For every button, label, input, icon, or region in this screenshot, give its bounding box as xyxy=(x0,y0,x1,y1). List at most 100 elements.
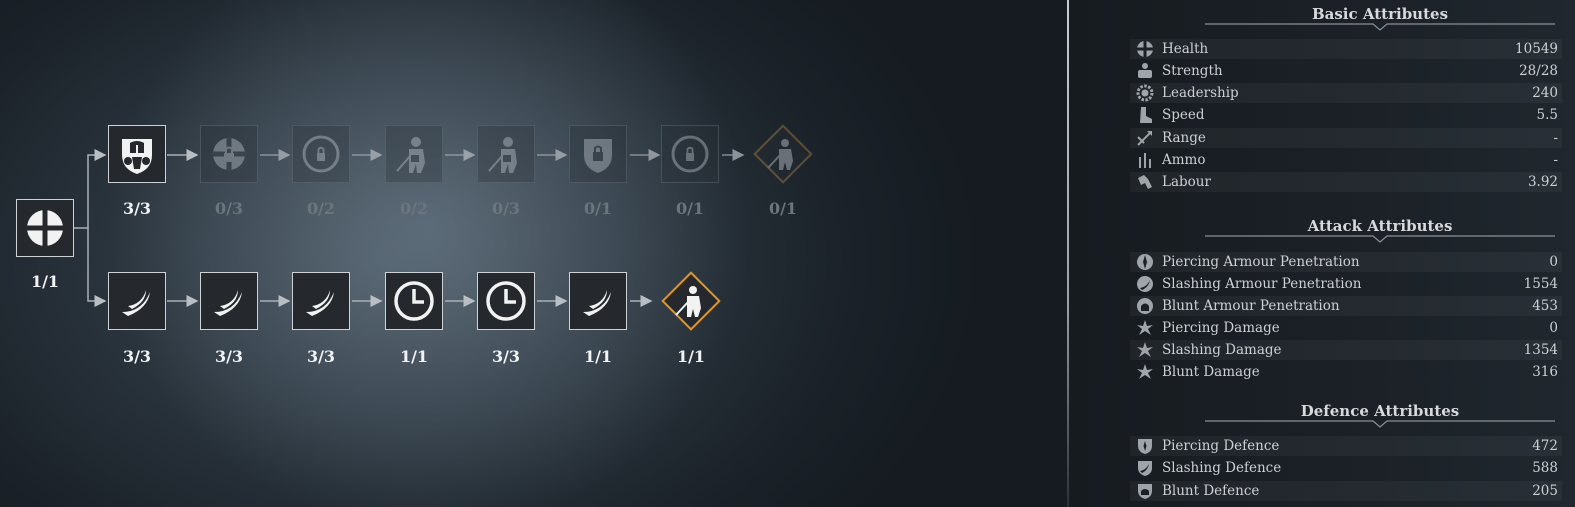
skill-node-r1-3[interactable] xyxy=(292,125,350,183)
attr-label: Strength xyxy=(1162,63,1223,79)
skill-node-r2-5[interactable] xyxy=(477,272,535,330)
attr-label: Speed xyxy=(1162,107,1205,123)
skill-node-r1-4[interactable] xyxy=(385,125,443,183)
blunt-defence-icon xyxy=(1138,484,1152,499)
shield-lock-icon xyxy=(584,139,612,173)
blunt-pen-icon xyxy=(1137,298,1153,314)
slashing-defence-icon xyxy=(1138,461,1152,476)
clock-icon xyxy=(486,281,526,321)
attr-row-piercing-damage: Piercing Damage 0 xyxy=(1130,318,1562,338)
skill-node-r2-3[interactable] xyxy=(292,272,350,330)
clock-lock-icon xyxy=(302,135,340,173)
blunt-damage-icon xyxy=(1137,364,1153,379)
attr-row-slashing-defence: Slashing Defence 588 xyxy=(1130,458,1562,478)
defence-attributes-title: Defence Attributes xyxy=(1300,402,1460,420)
attack-attributes-title: Attack Attributes xyxy=(1307,217,1453,235)
skill-count-r2-2: 3/3 xyxy=(214,347,244,366)
warrior-diamond-icon xyxy=(767,139,793,170)
skill-count-r1-8: 0/1 xyxy=(768,199,798,218)
skill-count-r1-4: 0/2 xyxy=(399,199,429,218)
armored-knight-icon xyxy=(122,139,152,174)
strength-icon xyxy=(1138,63,1152,78)
attr-value: 240 xyxy=(1532,85,1558,101)
attr-row-labour: Labour 3.92 xyxy=(1130,172,1562,192)
skill-count-r1-7: 0/1 xyxy=(675,199,705,218)
slash-icon xyxy=(214,290,242,316)
attr-label: Blunt Damage xyxy=(1162,364,1260,380)
skill-count-r2-6: 1/1 xyxy=(583,347,613,366)
warrior-diamond-icon xyxy=(675,286,701,317)
attr-row-piercing-defence: Piercing Defence 472 xyxy=(1130,436,1562,456)
attr-label: Slashing Defence xyxy=(1162,460,1282,476)
skill-count-root: 1/1 xyxy=(30,272,60,291)
slash-icon xyxy=(583,290,611,316)
attr-row-speed: Speed 5.5 xyxy=(1130,105,1562,125)
boot-icon xyxy=(1140,107,1152,123)
skill-node-r1-5[interactable] xyxy=(477,125,535,183)
range-arrow-icon xyxy=(1137,131,1152,146)
basic-attributes-title: Basic Attributes xyxy=(1311,5,1449,23)
clock-icon xyxy=(394,281,434,321)
title-divider xyxy=(1205,23,1555,31)
skill-count-r2-1: 3/3 xyxy=(122,347,152,366)
attr-label: Slashing Damage xyxy=(1162,342,1282,358)
labour-icon xyxy=(1138,175,1152,189)
attr-row-strength: Strength 28/28 xyxy=(1130,61,1562,81)
clock-lock-icon xyxy=(671,135,709,173)
attr-value: 1354 xyxy=(1523,342,1558,358)
attr-row-blunt-defence: Blunt Defence 205 xyxy=(1130,481,1562,501)
attr-row-blunt-damage: Blunt Damage 316 xyxy=(1130,362,1562,382)
slash-icon xyxy=(122,290,150,316)
panel-divider xyxy=(1067,0,1069,507)
attr-row-slashing-damage: Slashing Damage 1354 xyxy=(1130,340,1562,360)
attr-value: 588 xyxy=(1532,460,1558,476)
skill-node-root[interactable] xyxy=(16,199,74,257)
ammo-icon xyxy=(1139,153,1151,168)
piercing-pen-icon xyxy=(1137,254,1153,270)
skill-node-r1-7[interactable] xyxy=(661,125,719,183)
attr-label: Piercing Armour Penetration xyxy=(1162,254,1360,270)
attr-value: 453 xyxy=(1532,298,1558,314)
attr-value: 472 xyxy=(1532,438,1558,454)
skill-node-r2-1[interactable] xyxy=(108,272,166,330)
attr-value: 28/28 xyxy=(1519,63,1558,79)
warrior-lock-icon xyxy=(488,137,517,173)
skill-node-r1-8[interactable] xyxy=(753,124,813,184)
attr-value: 5.5 xyxy=(1536,107,1558,123)
skill-node-r1-1[interactable] xyxy=(108,125,166,183)
warrior-lock-icon xyxy=(396,137,425,173)
attr-label: Range xyxy=(1162,130,1206,146)
skill-count-r2-7: 1/1 xyxy=(676,347,706,366)
skill-tree-area xyxy=(0,0,1068,507)
piercing-defence-icon xyxy=(1138,439,1152,454)
attr-value: 3.92 xyxy=(1527,174,1558,190)
attr-label: Piercing Defence xyxy=(1162,438,1280,454)
skill-count-r2-3: 3/3 xyxy=(306,347,336,366)
health-cross-icon xyxy=(1137,41,1153,57)
piercing-damage-icon xyxy=(1137,320,1153,335)
skill-node-r2-4[interactable] xyxy=(385,272,443,330)
tree-connectors xyxy=(74,149,745,307)
skill-node-r2-2[interactable] xyxy=(200,272,258,330)
attr-label: Piercing Damage xyxy=(1162,320,1280,336)
title-divider xyxy=(1205,420,1555,428)
attr-row-ammo: Ammo - xyxy=(1130,150,1562,170)
attr-label: Health xyxy=(1162,41,1209,57)
attr-value: 205 xyxy=(1532,483,1558,499)
attr-label: Labour xyxy=(1162,174,1211,190)
skill-node-r2-7[interactable] xyxy=(661,271,721,331)
attr-row-piercing-pen: Piercing Armour Penetration 0 xyxy=(1130,252,1562,272)
attr-row-leadership: Leadership 240 xyxy=(1130,83,1562,103)
skill-node-r1-2[interactable] xyxy=(200,125,258,183)
skill-count-r1-2: 0/3 xyxy=(214,199,244,218)
skill-count-r1-6: 0/1 xyxy=(583,199,613,218)
attr-label: Leadership xyxy=(1162,85,1239,101)
skill-node-r1-6[interactable] xyxy=(569,125,627,183)
attr-value: - xyxy=(1553,152,1558,168)
attr-value: 10549 xyxy=(1515,41,1558,57)
attr-row-range: Range - xyxy=(1130,128,1562,148)
skill-count-r2-5: 3/3 xyxy=(491,347,521,366)
cross-shield-icon xyxy=(26,209,64,247)
title-divider xyxy=(1205,235,1555,243)
skill-node-r2-6[interactable] xyxy=(569,272,627,330)
